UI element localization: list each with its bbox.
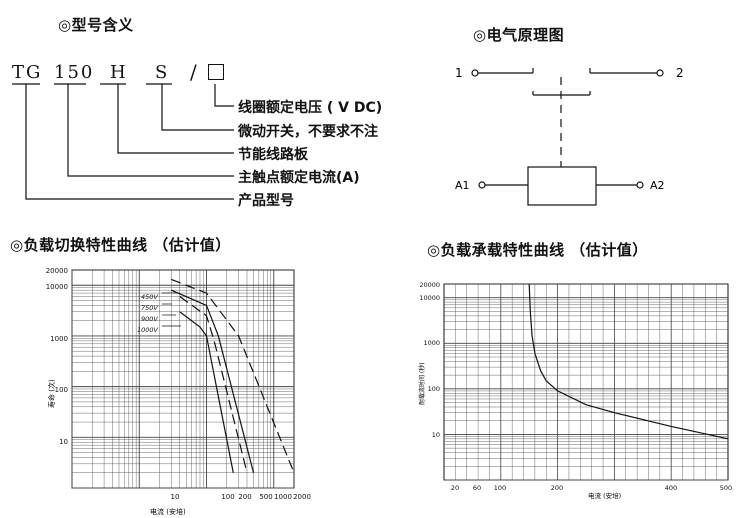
s-xtick-10: 10 xyxy=(171,493,180,501)
terminal-a1-icon xyxy=(478,181,486,189)
desc-energy-board: 节能线路板 xyxy=(238,147,308,163)
carrying-curve-line xyxy=(528,283,729,440)
s-ytick-20000: 20000 xyxy=(46,267,68,275)
s-ytick-10: 10 xyxy=(59,438,68,446)
code-h: H xyxy=(110,62,126,83)
carrying-ylabel: 耐载流时间 (秒) xyxy=(418,362,426,405)
switching-xlabel: 电流 (安培) xyxy=(150,507,186,516)
legend-450v: 450V xyxy=(141,293,158,301)
s-xtick-200: 200 xyxy=(238,493,251,501)
terminal-1-icon xyxy=(471,69,479,77)
circuit-heading: ◎电气原理图 xyxy=(473,26,565,44)
legend-900v: 900V xyxy=(141,315,158,323)
code-s: S xyxy=(155,62,168,83)
c-xtick-20: 20 xyxy=(451,484,459,492)
c-xtick-100: 100 xyxy=(494,484,506,492)
c-ytick-1000: 1000 xyxy=(423,339,440,347)
carrying-xlabel: 电流 (安培) xyxy=(588,491,621,500)
s-ytick-100: 100 xyxy=(55,386,68,394)
desc-coil-voltage: 线圈额定电压 ( V DC) xyxy=(238,100,383,116)
c-xtick-400: 400 xyxy=(665,484,677,492)
carrying-chart: 耐载流时间 (秒) 电流 (安培) 20000 10000 1000 100 1… xyxy=(418,281,732,500)
c-ytick-100: 100 xyxy=(428,385,440,393)
switching-heading: ◎负载切换特性曲线 （估计值） xyxy=(10,236,231,254)
s-ytick-1000: 1000 xyxy=(50,335,68,343)
c-ytick-10000: 10000 xyxy=(419,294,440,302)
desc-micro-switch: 微动开关，不要求不注 xyxy=(238,124,378,140)
terminal-a2-icon xyxy=(636,181,644,189)
code-slash: / xyxy=(190,60,197,84)
c-ytick-10: 10 xyxy=(432,431,440,439)
s-xtick-500: 500 xyxy=(259,493,272,501)
label-terminal-1: 1 xyxy=(455,66,463,80)
code-tg: TG xyxy=(12,62,43,83)
s-xtick-100: 100 xyxy=(221,493,234,501)
carrying-heading: ◎负载承载特性曲线 （估计值） xyxy=(427,241,648,259)
desc-product-model: 产品型号 xyxy=(238,193,294,209)
c-xtick-200: 200 xyxy=(551,484,563,492)
c-xtick-60: 60 xyxy=(473,484,481,492)
c-ytick-20000: 20000 xyxy=(419,281,440,289)
legend-750v: 750V xyxy=(141,304,158,312)
label-terminal-2: 2 xyxy=(676,66,684,80)
switching-ylabel: 寿命 (次) xyxy=(47,379,56,408)
code-150: 150 xyxy=(54,62,95,83)
switching-chart-frame xyxy=(71,269,295,489)
series-450v-line xyxy=(171,278,295,473)
coil-box-icon xyxy=(527,166,597,206)
series-1000v-line xyxy=(179,311,234,473)
desc-main-current: 主触点额定电流(A) xyxy=(238,170,360,186)
s-xtick-2000: 2000 xyxy=(293,493,311,501)
carrying-chart-frame xyxy=(443,283,729,481)
series-750v-line xyxy=(171,289,255,473)
switching-chart: 寿命 (次) 电流 (安培) 450V 750V 900V 1000V 2000… xyxy=(46,267,311,516)
c-xtick-500: 500 xyxy=(720,484,732,492)
label-terminal-a2: A2 xyxy=(650,179,665,192)
model-heading: ◎型号含义 xyxy=(58,16,134,34)
terminal-2-icon xyxy=(656,69,664,77)
s-ytick-10000: 10000 xyxy=(46,283,68,291)
label-terminal-a1: A1 xyxy=(455,179,470,192)
voltage-placeholder-box xyxy=(208,64,224,80)
series-900v-line xyxy=(179,296,248,473)
circuit-diagram: 1 2 A1 A2 xyxy=(455,66,684,206)
s-xtick-1000: 1000 xyxy=(274,493,292,501)
legend-1000v: 1000V xyxy=(137,326,159,334)
